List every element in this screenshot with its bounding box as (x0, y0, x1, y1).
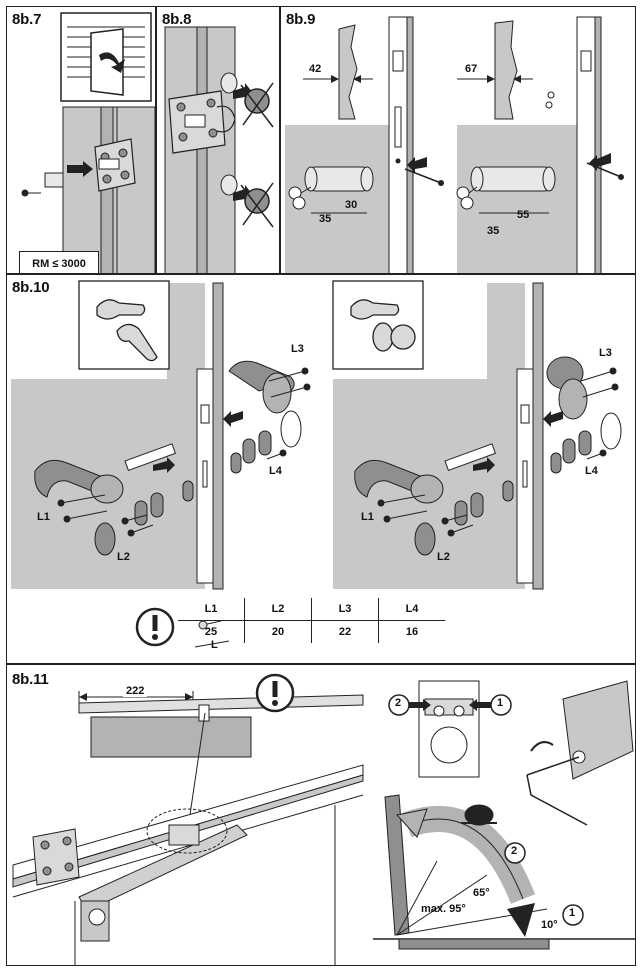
step-8b11-panel: 8b.11 222 2 1 2 1 max. 95° 65° 10° (6, 664, 636, 966)
step-number: 8b.9 (286, 11, 316, 28)
label-l1-right: L1 (361, 511, 374, 523)
step-8b7-panel: 8b.7 RM ≤ 3000 (6, 6, 156, 274)
table-header: L3 (311, 598, 379, 621)
callout-1-swing: 1 (569, 907, 576, 919)
arrow-icon (99, 52, 125, 73)
step-8b8-panel: 8b.8 (156, 6, 280, 274)
angle-65: 65° (473, 887, 490, 899)
cylinder-d1-right: 35 (487, 225, 500, 237)
label-l2-right: L2 (437, 551, 450, 563)
screw-length-label: L (211, 639, 218, 651)
table-row: 25 20 22 16 (178, 620, 445, 643)
label-l4-left: L4 (269, 465, 282, 477)
crossed-circle-icon (240, 82, 274, 128)
cylinder-d1-left: 35 (319, 213, 332, 225)
step-8b9-illustration (285, 16, 624, 273)
table-header-row: L1 L2 L3 L4 (178, 598, 445, 621)
label-l2-left: L2 (117, 551, 130, 563)
step-8b11-illustration (12, 673, 635, 965)
attention-icon (255, 673, 295, 713)
table-cell: 16 (378, 620, 445, 643)
label-l3-right: L3 (599, 347, 612, 359)
table-header: L4 (378, 598, 445, 621)
step-8b7-illustration (21, 12, 155, 273)
cylinder-width-left: 42 (309, 63, 322, 75)
handle-icon (96, 299, 158, 362)
callout-2-top: 2 (395, 697, 402, 709)
label-l3-left: L3 (291, 343, 304, 355)
label-l1-left: L1 (37, 511, 50, 523)
table-cell: 22 (311, 620, 379, 643)
step-8b10-illustration (11, 280, 622, 648)
angle-max: max. 95° (421, 903, 466, 915)
table-cell: 20 (244, 620, 312, 643)
cylinder-d2-right: 55 (517, 209, 530, 221)
snail-icon (461, 804, 497, 826)
table-header: L1 (178, 598, 245, 621)
mounting-distance: 222 (123, 685, 148, 697)
knob-icon (350, 299, 416, 352)
hex-key-icon (526, 756, 588, 826)
rm-note: RM ≤ 3000 (19, 251, 99, 273)
angle-10: 10° (541, 919, 558, 931)
step-number: 8b.7 (12, 11, 42, 28)
label-l4-right: L4 (585, 465, 598, 477)
step-number: 8b.8 (162, 11, 192, 28)
table-header: L2 (244, 598, 312, 621)
step-number: 8b.10 (12, 279, 50, 296)
step-number: 8b.11 (12, 671, 49, 688)
table-cell: 25 (204, 626, 218, 638)
screw-length-table: L1 L2 L3 L4 25 20 22 16 (178, 598, 445, 643)
cylinder-d2-left: 30 (345, 199, 358, 211)
attention-icon (135, 607, 175, 647)
cylinder-width-right: 67 (465, 63, 478, 75)
callout-2-swing: 2 (511, 845, 518, 857)
step-8b9-panel: 8b.9 42 35 30 67 35 55 (280, 6, 636, 274)
step-8b8-illustration (164, 26, 274, 273)
callout-1-top: 1 (497, 697, 504, 709)
